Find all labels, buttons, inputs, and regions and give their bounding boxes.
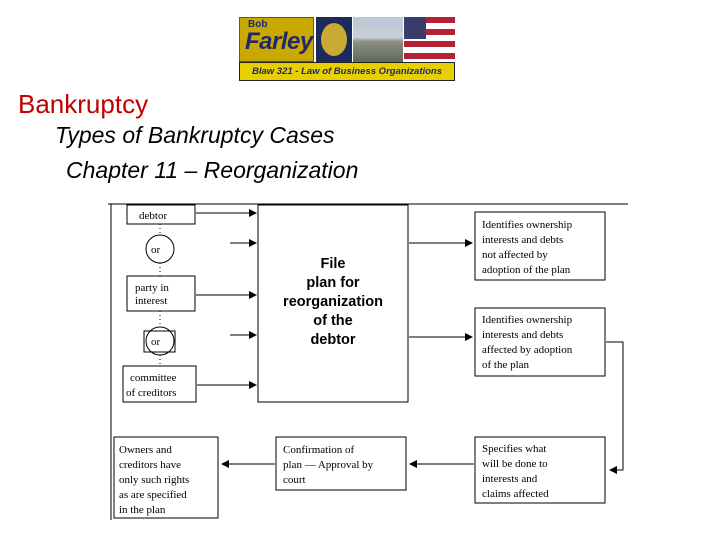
committee-label-line1: committee [130,372,177,384]
committee-label-line2: of creditors [126,387,176,399]
slide-title: Bankruptcy [18,89,149,119]
capitol-building-image [353,17,403,62]
specifies-line1: Specifies what [482,443,546,455]
slide-chapter-heading: Chapter 11 – Reorganization [66,157,359,183]
slide-subtitle: Types of Bankruptcy Cases [55,122,335,148]
banner-last-name: Farley [245,28,313,55]
filer-debtor-label: debtor [139,210,167,222]
or-label-1: or [151,244,161,256]
or-label-2: or [151,336,161,348]
course-name: Blaw 321 - Law of Business Organizations [239,62,455,81]
or-connector-2: or [143,326,176,356]
confirmation-line2: plan — Approval by [283,459,374,471]
not-affected-line4: adoption of the plan [482,264,571,276]
file-plan-line1: File [321,256,346,272]
not-affected-line2: interests and debts [482,234,563,246]
file-plan-box: File plan for reorganization of the debt… [257,204,409,403]
arrow-affected-to-specifies [606,341,624,474]
owners-line2: creditors have [119,459,181,471]
course-banner: Bob Farley Blaw 321 - Law of Business Or… [239,17,455,81]
specifies-line2: will be done to [482,458,548,470]
file-plan-line5: debtor [310,332,355,348]
file-plan-line3: reorganization [283,294,383,310]
identifies-affected-box: Identifies ownership interests and debts… [474,307,606,377]
filer-committee-box: committee of creditors [122,365,197,403]
identifies-not-affected-box: Identifies ownership interests and debts… [474,211,606,281]
affected-line1: Identifies ownership [482,314,573,326]
affected-line3: affected by adoption [482,344,573,356]
filer-party-in-interest-box: party in interest [126,275,196,312]
or-connector-1: or [145,234,175,264]
party-label-line1: party in [135,282,169,294]
specifies-line4: claims affected [482,488,549,500]
not-affected-line1: Identifies ownership [482,219,573,231]
owners-line5: in the plan [119,504,166,516]
file-plan-line2: plan for [306,275,360,291]
owners-box: Owners and creditors have only such righ… [113,436,219,519]
owners-line3: only such rights [119,474,189,486]
banner-first-name: Bob [248,19,268,30]
us-flag-image [404,17,455,62]
party-label-line2: interest [135,295,167,307]
confirmation-line3: court [283,474,306,486]
confirmation-box: Confirmation of plan — Approval by court [275,436,407,491]
affected-line4: of the plan [482,359,530,371]
affected-line2: interests and debts [482,329,563,341]
owners-line1: Owners and [119,444,172,456]
file-plan-line4: of the [313,313,352,329]
not-affected-line3: not affected by [482,249,548,261]
specifies-line3: interests and [482,473,538,485]
owners-line4: as are specified [119,489,187,501]
state-seal-image [316,17,352,62]
confirmation-line1: Confirmation of [283,444,355,456]
farley-logo: Bob Farley [239,17,314,62]
filer-debtor-box: debtor [126,204,196,225]
specifies-box: Specifies what will be done to interests… [474,436,606,504]
